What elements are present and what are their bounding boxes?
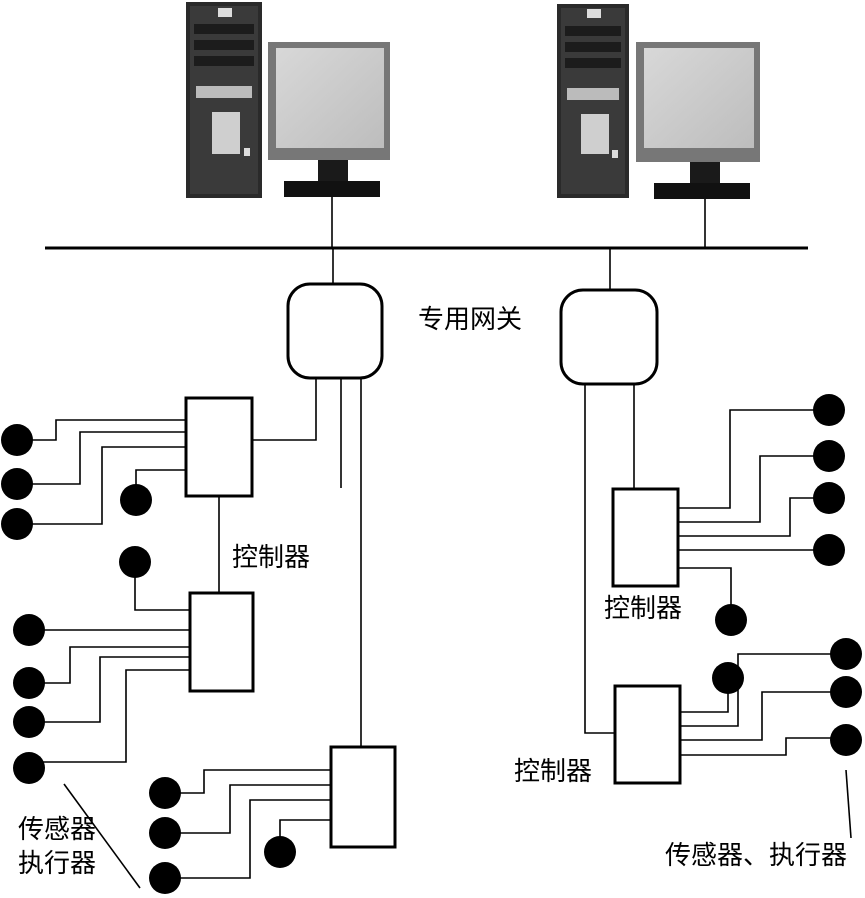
device-node xyxy=(830,676,862,708)
device-node xyxy=(813,440,845,472)
device-node xyxy=(13,752,45,784)
device-node xyxy=(1,468,33,500)
device-node xyxy=(1,424,33,456)
leader-line-left xyxy=(63,783,141,889)
pc-tower-icon xyxy=(557,4,629,198)
device-node xyxy=(813,534,845,566)
device-node xyxy=(813,394,845,426)
controller-2 xyxy=(188,591,255,693)
device-node xyxy=(120,484,152,516)
controller-label: 控制器 xyxy=(514,757,593,787)
left-devices xyxy=(1,424,296,894)
gateway-label: 专用网关 xyxy=(418,305,523,335)
device-node xyxy=(712,662,744,694)
devices-label-left: 传感器 xyxy=(18,815,97,845)
device-node xyxy=(830,724,862,756)
right-devices xyxy=(712,394,862,756)
leader-line-right xyxy=(845,769,852,839)
device-node xyxy=(813,482,845,514)
controller-3 xyxy=(329,745,397,849)
devices-label-left: 执行器 xyxy=(18,849,97,879)
monitor-icon xyxy=(268,42,390,197)
device-node xyxy=(149,862,181,894)
device-node xyxy=(13,667,45,699)
device-node xyxy=(264,836,296,868)
device-node xyxy=(1,508,33,540)
device-node xyxy=(830,638,862,670)
gateway-right xyxy=(559,288,659,386)
device-node xyxy=(149,817,181,849)
device-node xyxy=(13,614,45,646)
devices-label-right: 传感器、执行器 xyxy=(665,841,848,871)
workstation-right xyxy=(557,4,760,199)
device-node xyxy=(13,706,45,738)
device-node xyxy=(715,604,747,636)
controller-label: 控制器 xyxy=(604,594,683,624)
device-node xyxy=(119,546,151,578)
pc-tower-icon xyxy=(186,2,262,198)
monitor-icon xyxy=(636,42,760,199)
gateway-left xyxy=(286,282,384,380)
right-wiring xyxy=(584,384,846,756)
controller-4 xyxy=(611,487,680,588)
workstation-left xyxy=(186,2,390,198)
controller-label: 控制器 xyxy=(232,543,311,573)
controller-5 xyxy=(613,684,682,785)
left-wiring xyxy=(32,378,362,879)
device-node xyxy=(149,777,181,809)
controller-1 xyxy=(184,396,254,498)
